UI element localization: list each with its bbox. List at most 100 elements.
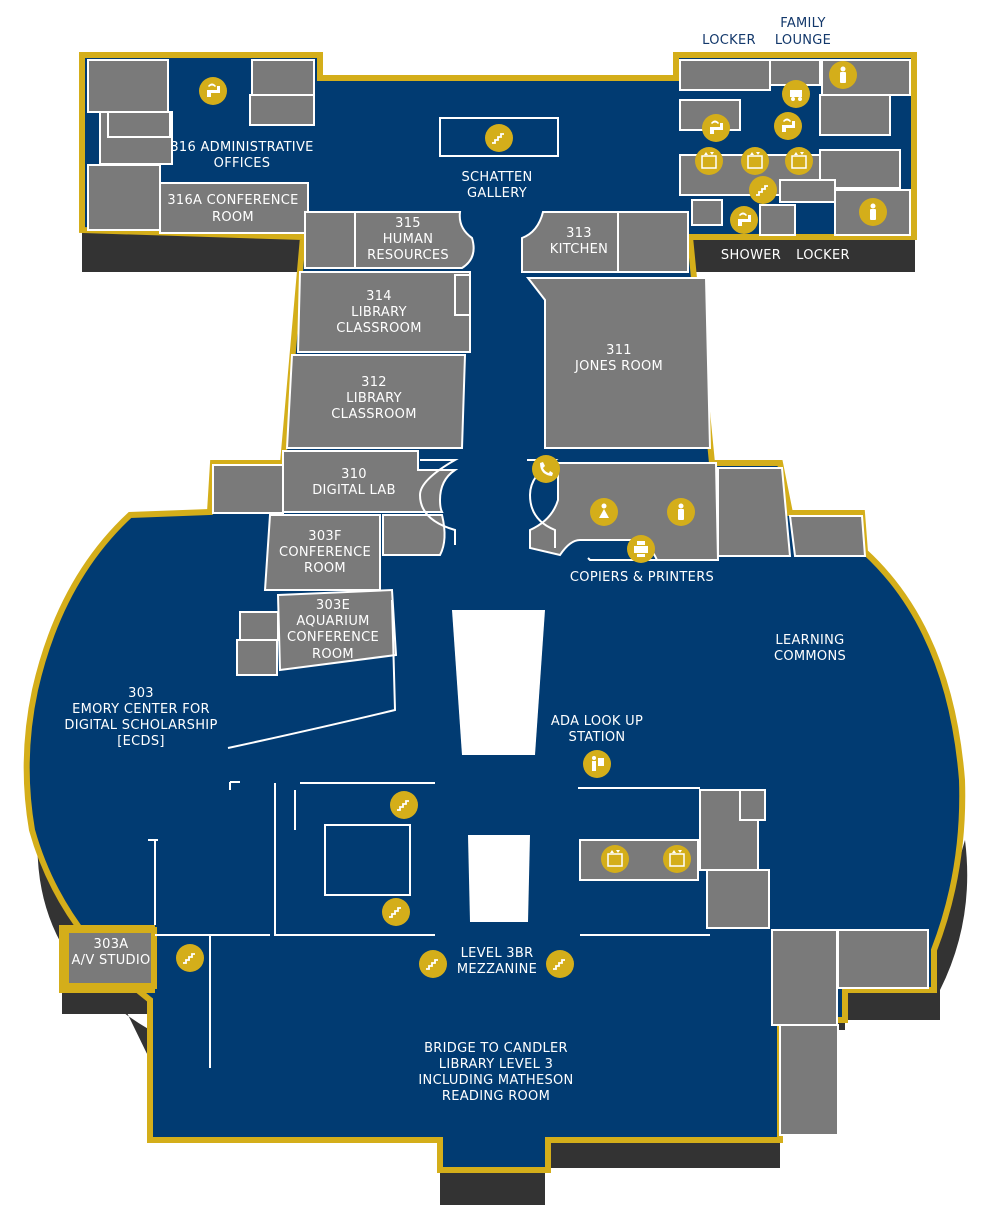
printer-icon	[627, 535, 655, 563]
label-303e-4: ROOM	[312, 647, 354, 662]
elevator-icon	[785, 147, 813, 175]
room-310-left	[212, 464, 284, 514]
label-315-1: 315	[395, 216, 421, 231]
label-schatten-2: GALLERY	[467, 186, 527, 201]
label-mezzanine-2: MEZZANINE	[457, 962, 537, 977]
label-314-2: LIBRARY	[351, 305, 407, 320]
label-311-1: 311	[606, 343, 632, 358]
restroom-icon	[859, 198, 887, 226]
room-fr-e	[779, 179, 836, 203]
label-312-3: CLASSROOM	[331, 407, 416, 422]
label-bridge-3: INCLUDING MATHESON	[418, 1073, 573, 1088]
label-bridge-4: READING ROOM	[442, 1089, 550, 1104]
label-303a-1: 303A	[94, 937, 129, 952]
room-314	[296, 271, 471, 353]
label-ada-2: STATION	[569, 730, 626, 745]
label-ecds-1: 303	[128, 686, 154, 701]
room-fr-h	[759, 204, 796, 236]
label-locker-top: LOCKER	[702, 33, 756, 48]
family-restroom-icon	[782, 80, 810, 108]
stairs-icon	[390, 791, 418, 819]
phone-icon	[532, 455, 560, 483]
label-learning-2: COMMONS	[774, 649, 846, 664]
restroom-icon	[829, 61, 857, 89]
room-se-f	[779, 1024, 839, 1136]
room-admin-c	[249, 94, 315, 126]
room-se-c	[739, 789, 766, 821]
stairs-icon	[382, 898, 410, 926]
map-labels: LOCKER FAMILY LOUNGE 316 ADMINISTRATIVE …	[64, 16, 849, 1104]
label-314-3: CLASSROOM	[336, 321, 421, 336]
label-311-2: JONES ROOM	[574, 359, 663, 374]
room-315-b	[354, 211, 475, 269]
label-family-lounge-1: FAMILY	[780, 16, 826, 31]
room-303e-left	[239, 611, 279, 641]
label-312-1: 312	[361, 375, 387, 390]
label-315-3: RESOURCES	[367, 248, 449, 263]
rooms	[87, 59, 929, 1136]
interior-walls	[148, 117, 710, 1068]
label-316a-2: ROOM	[212, 210, 254, 225]
restroom-icon	[590, 498, 618, 526]
water-fountain-icon	[774, 112, 802, 140]
label-314-1: 314	[366, 289, 392, 304]
room-303f-right	[382, 514, 446, 556]
label-312-2: LIBRARY	[346, 391, 402, 406]
label-315-2: HUMAN	[383, 232, 434, 247]
label-bridge-2: LIBRARY LEVEL 3	[439, 1057, 553, 1072]
water-fountain-icon	[730, 206, 758, 234]
room-313-b	[617, 211, 689, 273]
room-admin-b	[251, 59, 315, 96]
label-copiers: COPIERS & PRINTERS	[570, 570, 714, 585]
label-303a-2: A/V STUDIO	[71, 953, 150, 968]
label-303f-1: 303F	[308, 529, 342, 544]
stairs-icon	[176, 944, 204, 972]
elevator-icon	[741, 147, 769, 175]
label-316a-1: 316A CONFERENCE	[167, 193, 298, 208]
atrium-voids	[452, 610, 545, 922]
label-learning-1: LEARNING	[775, 633, 844, 648]
label-310-2: DIGITAL LAB	[312, 483, 396, 498]
room-303e	[276, 588, 398, 672]
label-303e-3: CONFERENCE	[287, 630, 379, 645]
restroom-icon	[667, 498, 695, 526]
room-312	[285, 354, 467, 449]
water-fountain-icon	[199, 77, 227, 105]
label-bridge-1: BRIDGE TO CANDLER	[424, 1041, 568, 1056]
room-admin-f	[107, 111, 171, 138]
label-310-1: 310	[341, 467, 367, 482]
room-316a	[159, 182, 309, 234]
label-locker-bottom: LOCKER	[796, 248, 850, 263]
label-shower: SHOWER	[721, 248, 781, 263]
stairs-icon	[485, 124, 513, 152]
room-admin-a	[87, 59, 169, 113]
label-316-1: 316 ADMINISTRATIVE	[170, 140, 313, 155]
label-313-2: KITCHEN	[550, 242, 608, 257]
stairs-icon	[546, 950, 574, 978]
water-fountain-icon	[702, 114, 730, 142]
label-mezzanine-1: LEVEL 3BR	[461, 946, 534, 961]
room-315	[304, 211, 356, 269]
room-fr-g	[691, 199, 723, 226]
elevator-icon	[601, 845, 629, 873]
label-303e-1: 303E	[316, 598, 350, 613]
atrium-upper	[452, 610, 545, 755]
room-se-e	[837, 929, 929, 989]
label-family-lounge-2: LOUNGE	[775, 33, 831, 48]
ada-station-icon	[583, 750, 611, 778]
studio-block	[63, 927, 157, 989]
label-313-1: 313	[566, 226, 592, 241]
room-east-b	[788, 515, 867, 557]
label-ada-1: ADA LOOK UP	[551, 714, 643, 729]
room-fr-b	[819, 94, 891, 136]
elevator-icon	[695, 147, 723, 175]
room-314-strip	[454, 274, 471, 316]
room-admin-e	[87, 164, 161, 231]
label-303e-2: AQUARIUM	[296, 614, 369, 629]
label-303f-3: ROOM	[304, 561, 346, 576]
stairs-icon	[419, 950, 447, 978]
room-311	[525, 277, 712, 449]
room-se-d	[771, 929, 838, 1026]
room-se-b	[706, 869, 770, 929]
